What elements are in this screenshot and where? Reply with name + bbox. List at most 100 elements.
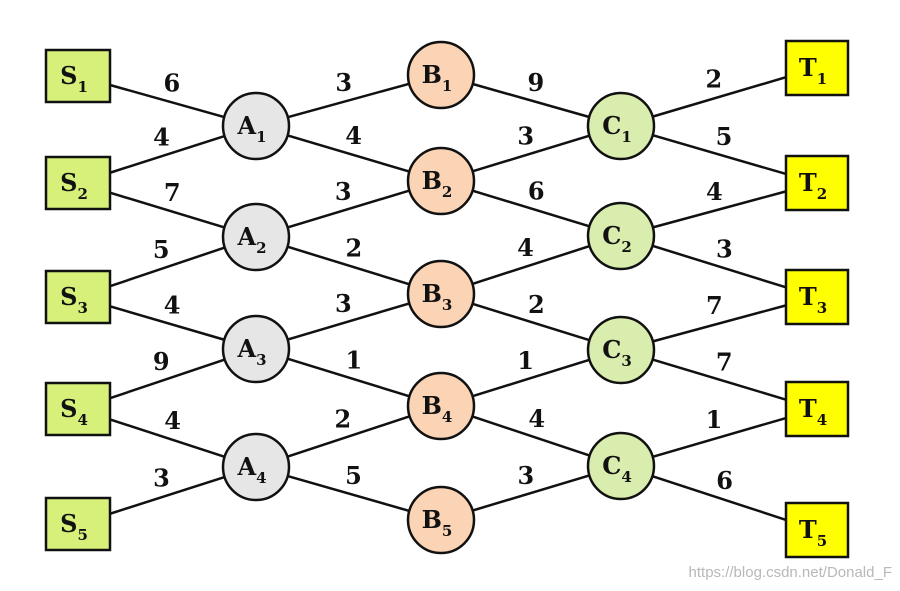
- edge-c2-t3: [652, 244, 787, 289]
- node-letter: C: [602, 111, 621, 140]
- node-letter: S: [60, 168, 77, 197]
- node-t4-shape: [784, 380, 850, 438]
- node-b5: B5: [406, 485, 476, 555]
- node-a2: A2: [221, 202, 291, 272]
- node-subscript: 4: [77, 411, 87, 429]
- node-s2-label: S2: [60, 168, 88, 203]
- node-c4: C4: [586, 431, 656, 501]
- edge-weight-s4-a3: 9: [153, 347, 170, 376]
- node-letter: C: [602, 451, 621, 480]
- node-subscript: 3: [256, 351, 266, 369]
- edge-s3-a3: [109, 305, 225, 341]
- edge-weight-c2-t2: 4: [706, 177, 723, 206]
- node-b3-shape: [406, 259, 476, 329]
- edge-weight-a4-b5: 5: [345, 461, 362, 490]
- node-c3: C3: [586, 315, 656, 385]
- node-letter: T: [799, 394, 817, 423]
- node-b2-shape: [406, 146, 476, 216]
- edge-weight-b4-c4: 4: [528, 404, 545, 433]
- node-c3-label: C3: [602, 335, 632, 370]
- edge-weight-c4-t4: 1: [706, 405, 723, 434]
- nodes-layer: S1S2S3S4S5A1A2A3A4B1B2B3B4B5C1C2C3C4T1T2…: [44, 39, 850, 559]
- edge-s1-a1: [109, 83, 225, 119]
- edge-weight-s4-a4: 4: [164, 406, 181, 435]
- node-t3-label: T3: [799, 282, 827, 317]
- node-subscript: 3: [77, 299, 87, 317]
- edge-weight-a1-b1: 3: [335, 68, 352, 97]
- edge-weight-s1-a1: 6: [164, 69, 181, 98]
- node-b5-label: B5: [422, 505, 453, 540]
- node-b4-shape: [406, 371, 476, 441]
- node-b5-shape: [406, 485, 476, 555]
- node-s1-shape: [44, 48, 112, 104]
- node-t3-shape: [784, 268, 850, 326]
- node-a1: A1: [221, 91, 291, 161]
- node-s3-shape: [44, 269, 112, 325]
- edge-weight-s3-a2: 5: [153, 235, 170, 264]
- node-t2-label: T2: [799, 168, 827, 203]
- node-subscript: 2: [256, 239, 266, 257]
- node-s2-shape: [44, 155, 112, 211]
- edge-b4-c3: [472, 358, 590, 398]
- edge-weight-c3-t4: 7: [716, 347, 733, 376]
- node-t4-label: T4: [799, 394, 827, 429]
- edge-c1-t1: [652, 75, 787, 118]
- edge-a2-b3: [287, 245, 410, 286]
- node-s4-shape: [44, 381, 112, 437]
- node-letter: S: [60, 509, 77, 538]
- node-t5-label: T5: [799, 515, 827, 550]
- node-b2: B2: [406, 146, 476, 216]
- node-s4-label: S4: [60, 394, 88, 429]
- edge-c2-t2: [652, 190, 787, 229]
- node-letter: B: [422, 60, 442, 89]
- edge-c3-t4: [652, 358, 787, 401]
- edge-c3-t3: [652, 304, 787, 343]
- edge-a3-b4: [287, 357, 410, 398]
- node-t1-label: T1: [799, 53, 827, 88]
- node-t4: T4: [784, 380, 850, 438]
- edge-b5-c4: [472, 474, 590, 512]
- node-b1-shape: [406, 40, 476, 110]
- edge-weight-b3-c3: 2: [528, 290, 545, 319]
- node-a1-label: A1: [236, 111, 266, 146]
- node-c3-shape: [586, 315, 656, 385]
- edge-c4-t4: [652, 416, 787, 458]
- node-subscript: 4: [621, 468, 631, 486]
- node-subscript: 1: [621, 128, 631, 146]
- edge-a1-b2: [287, 134, 410, 173]
- edge-a1-b1: [287, 82, 410, 119]
- edge-b1-c1: [472, 82, 590, 119]
- edge-weight-c2-t3: 3: [716, 234, 733, 263]
- node-subscript: 4: [442, 408, 452, 426]
- edge-a4-b5: [287, 474, 410, 513]
- edge-weight-a2-b3: 2: [345, 233, 362, 262]
- edge-weight-a3-b3: 3: [335, 289, 352, 318]
- edge-weight-b2-c1: 3: [517, 121, 534, 150]
- node-letter: T: [799, 282, 817, 311]
- node-c2-shape: [586, 201, 656, 271]
- edge-s3-a2: [109, 246, 226, 288]
- node-c2-label: C2: [602, 221, 632, 256]
- node-letter: S: [60, 282, 77, 311]
- node-letter: B: [422, 505, 442, 534]
- node-t5-shape: [784, 501, 850, 559]
- node-letter: T: [799, 168, 817, 197]
- node-subscript: 2: [77, 185, 87, 203]
- node-t2-shape: [784, 154, 850, 212]
- node-letter: T: [799, 515, 817, 544]
- watermark-text: https://blog.csdn.net/Donald_F: [689, 564, 892, 581]
- edge-weight-c1-t2: 5: [716, 122, 733, 151]
- edge-weight-b2-c2: 6: [528, 176, 545, 205]
- edge-weight-c3-t3: 7: [706, 291, 723, 320]
- edge-s4-a3: [109, 358, 226, 400]
- node-subscript: 1: [77, 78, 87, 96]
- edge-weight-s5-a4: 3: [153, 463, 170, 492]
- node-s5-shape: [44, 496, 112, 552]
- node-c4-shape: [586, 431, 656, 501]
- node-s2: S2: [44, 155, 112, 211]
- node-letter: S: [60, 394, 77, 423]
- node-a3-shape: [221, 314, 291, 384]
- edge-b4-c4: [471, 415, 591, 457]
